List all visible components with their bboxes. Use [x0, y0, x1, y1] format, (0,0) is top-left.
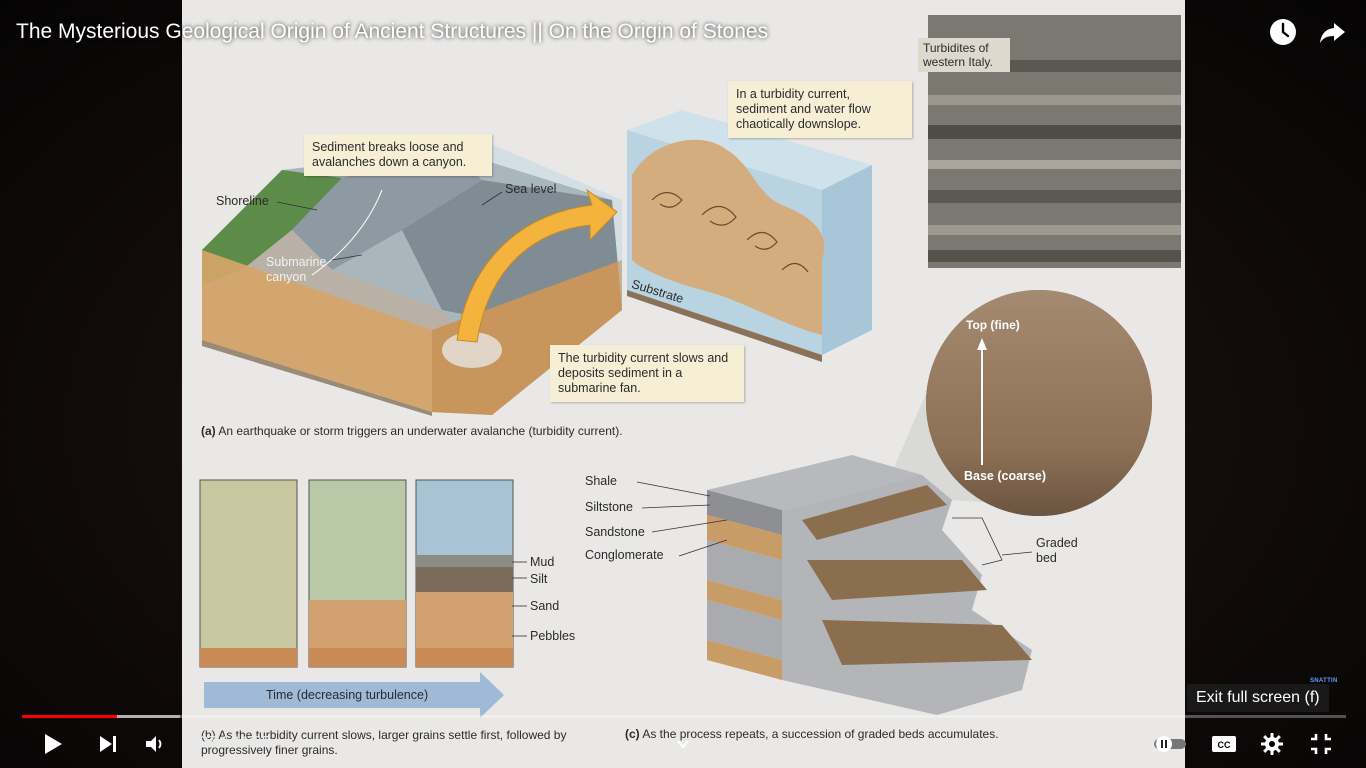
autoplay-toggle-icon [1154, 736, 1186, 752]
caption-a-text: An earthquake or storm triggers an under… [215, 424, 623, 438]
fullscreen-tooltip: Exit full screen (f) [1187, 684, 1329, 712]
label-graded-bed: Graded bed [1036, 536, 1078, 565]
label-submarine-canyon: Submarine canyon [266, 255, 327, 284]
clock-icon [1270, 19, 1296, 45]
share-icon [1320, 23, 1345, 43]
caption-a: (a) An earthquake or storm triggers an u… [201, 424, 623, 439]
label-sand: Sand [530, 599, 560, 613]
time-separator: / [217, 734, 231, 751]
label-base-coarse: Base (coarse) [964, 469, 1046, 483]
watch-later-button[interactable] [1267, 16, 1299, 48]
share-button[interactable] [1316, 16, 1348, 48]
label-conglomerate: Conglomerate [585, 548, 664, 562]
callout-canyon: Sediment breaks loose and avalanches dow… [304, 134, 492, 176]
time-arrow-label: Time (decreasing turbulence) [266, 688, 429, 702]
gear-icon [1261, 733, 1283, 755]
leader-lines [276, 191, 1033, 637]
exit-fullscreen-icon [1311, 734, 1331, 754]
caption-c-letter: (c) [625, 727, 640, 741]
label-pebbles: Pebbles [530, 629, 576, 643]
captions-icon: CC [1212, 736, 1236, 752]
settling-columns [199, 479, 514, 668]
label-silt: Silt [530, 572, 548, 586]
progress-bar[interactable] [22, 714, 1346, 719]
captions-button[interactable]: CC [1209, 729, 1239, 759]
mute-button[interactable] [139, 729, 169, 759]
progress-played [22, 715, 118, 718]
turbidite-photo [928, 15, 1181, 268]
caption-a-letter: (a) [201, 424, 216, 438]
next-button[interactable] [93, 729, 123, 759]
label-sandstone: Sandstone [585, 525, 645, 539]
current-time: 2:27 [186, 734, 218, 751]
time-display: 2:27 / 34:05 [186, 733, 271, 753]
settings-button[interactable] [1257, 729, 1287, 759]
volume-icon [146, 736, 162, 752]
caption-b: (b) As the turbidity current slows, larg… [201, 728, 567, 757]
play-icon [45, 734, 62, 754]
video-frame[interactable]: Sediment breaks loose and avalanches dow… [182, 0, 1185, 768]
channel-watermark: SNATTIN [1310, 678, 1338, 684]
time-arrow-shape [204, 672, 504, 718]
label-sea-level: Sea level [505, 182, 557, 196]
graded-bed-block [707, 455, 1032, 715]
graded-bed-closeup [882, 290, 1152, 516]
progress-track [22, 715, 1346, 718]
caption-c: (c) As the process repeats, a succession… [625, 727, 999, 742]
label-siltstone: Siltstone [585, 500, 633, 514]
label-mud: Mud [530, 555, 555, 569]
callout-fan: The turbidity current slows and deposits… [550, 345, 744, 402]
autoplay-toggle[interactable] [1150, 729, 1190, 759]
play-button[interactable] [37, 729, 67, 759]
label-top-fine: Top (fine) [966, 318, 1020, 332]
label-shoreline: Shoreline [216, 194, 269, 208]
next-icon [100, 736, 116, 752]
svg-text:CC: CC [1218, 740, 1231, 750]
figure-illustration [199, 15, 1181, 718]
turbidity-current-box [627, 110, 872, 362]
duration: 34:05 [230, 734, 271, 751]
video-title[interactable]: The Mysterious Geological Origin of Anci… [16, 20, 769, 43]
callout-flow: In a turbidity current, sediment and wat… [728, 81, 912, 138]
photo-label: Turbidites of western Italy. [918, 38, 1010, 72]
label-shale: Shale [585, 474, 617, 488]
exit-fullscreen-button[interactable] [1306, 729, 1336, 759]
chapter-button[interactable] [668, 729, 698, 759]
chevron-down-icon [677, 740, 689, 749]
caption-c-text: As the process repeats, a succession of … [639, 727, 999, 741]
process-arrow [456, 188, 618, 343]
